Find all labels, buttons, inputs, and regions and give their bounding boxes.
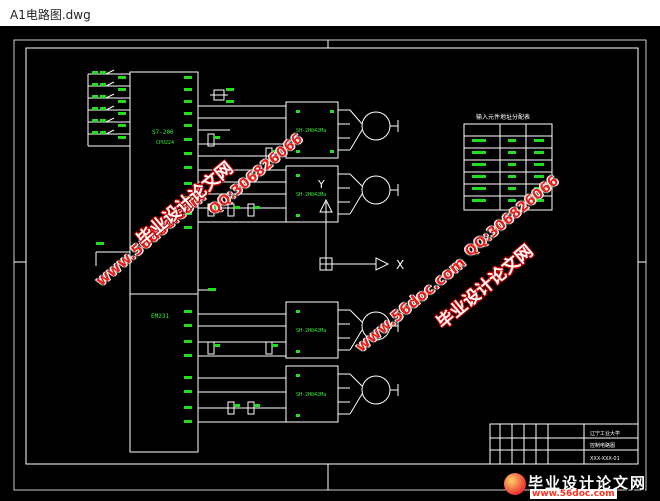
motor-2 — [361, 175, 391, 205]
drawing-canvas[interactable]: S7-200 CPU224 EM231 SH-2H042Ma SH-2H042M… — [0, 26, 660, 501]
assignment-table — [463, 123, 553, 211]
title-block-line-2: 控制电路图 — [590, 442, 615, 449]
table-title: 输入元件地址分配表 — [476, 113, 530, 121]
title-block — [489, 423, 639, 465]
driver-1-label: SH-2H042Ma — [296, 128, 326, 134]
module-label: EM231 — [151, 313, 169, 320]
motor-4 — [361, 375, 391, 405]
plc-sublabel: CPU224 — [156, 140, 174, 146]
x-axis-label: X — [396, 258, 404, 272]
footer-logo-url: www.56doc.com — [530, 489, 617, 499]
globe-icon — [504, 473, 526, 495]
title-block-line-1: 辽宁工业大学 — [590, 430, 620, 437]
y-axis-label: Y — [317, 178, 325, 191]
y-axis-arrow — [319, 198, 333, 213]
plc-block — [129, 71, 199, 453]
footer-logo: 毕业设计论文网 www.56doc.com — [498, 470, 658, 500]
circuit-drawing: S7-200 CPU224 EM231 SH-2H042Ma SH-2H042M… — [13, 39, 647, 491]
driver-4 — [285, 365, 339, 423]
outer-frame — [13, 39, 647, 491]
footer-logo-name: 毕业设计论文网 — [528, 474, 648, 492]
driver-3 — [285, 301, 339, 359]
driver-3-label: SH-2H042Ma — [296, 328, 326, 334]
plc-label: S7-200 — [152, 129, 174, 136]
window-title: A1电路图.dwg — [10, 8, 91, 22]
driver-2 — [285, 165, 339, 223]
driver-1 — [285, 101, 339, 159]
driver-4-label: SH-2H042Ma — [296, 392, 326, 398]
x-axis-arrow — [375, 257, 390, 271]
inner-frame — [25, 47, 639, 465]
motor-1 — [361, 111, 391, 141]
title-block-line-3: XXX-XXX-01 — [590, 456, 620, 462]
driver-2-label: SH-2H042Ma — [296, 192, 326, 198]
window-titlebar: A1电路图.dwg — [0, 0, 660, 26]
